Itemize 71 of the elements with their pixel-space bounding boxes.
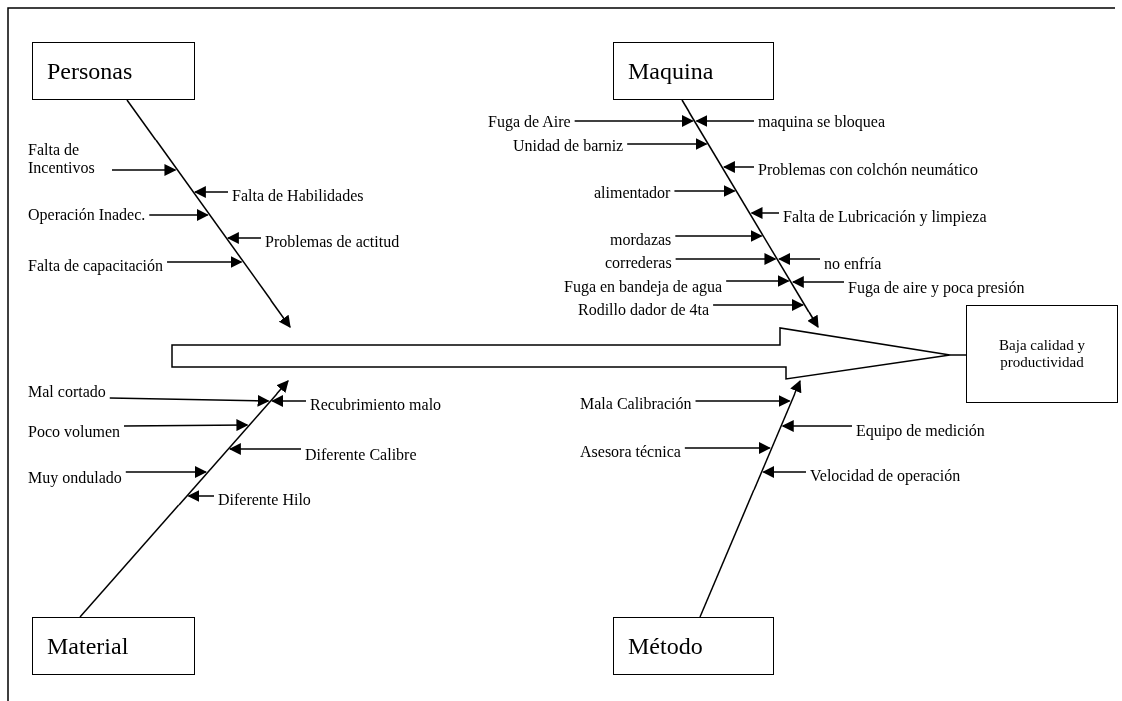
bone-arrow — [275, 380, 289, 395]
bone-arrow — [807, 311, 819, 329]
cause-label: Problemas con colchón neumático — [758, 161, 978, 179]
category-box: Material — [32, 617, 195, 675]
cause-label: Problemas de actitud — [265, 233, 400, 251]
cause-arrow — [694, 395, 791, 407]
bone-arrow — [269, 299, 291, 328]
cause-label: Fuga de aire y poca presión — [848, 279, 1025, 297]
cause-label: Rodillo dador de 4ta — [578, 301, 710, 319]
cause-arrow — [684, 442, 771, 454]
cause-label: Asesora técnica — [580, 443, 681, 461]
cause-label: Mala Calibración — [580, 395, 692, 413]
bone-line — [126, 99, 157, 141]
bone-line — [699, 489, 755, 618]
cause-arrow — [673, 185, 736, 197]
bone-line — [753, 394, 795, 490]
fishbone-spine — [172, 328, 950, 380]
cause-label: Fuga de Aire — [488, 113, 571, 131]
cause-label: Diferente Hilo — [218, 491, 311, 509]
cause-arrow — [187, 490, 215, 502]
category-box: Método — [613, 617, 774, 675]
cause-label: Falta de Lubricación y limpieza — [783, 208, 987, 226]
cause-arrow — [750, 207, 780, 219]
cause-label: Poco volumen — [28, 423, 120, 441]
cause-label: Operación Inadec. — [28, 206, 146, 224]
cause-arrow — [674, 253, 777, 265]
cause-arrow — [166, 256, 243, 268]
cause-label: Velocidad de operación — [810, 467, 961, 485]
cause-arrow — [626, 138, 708, 150]
cause-label: correderas — [605, 254, 672, 272]
cause-arrow — [125, 466, 207, 478]
cause-arrow — [109, 394, 270, 407]
cause-arrow — [123, 419, 249, 432]
cause-arrow — [778, 253, 821, 265]
cause-arrow — [573, 115, 694, 127]
cause-label: Falta de Habilidades — [232, 187, 364, 205]
cause-label: Diferente Calibre — [305, 446, 417, 464]
category-box: Personas — [32, 42, 195, 100]
cause-arrow — [781, 420, 853, 432]
cause-arrow — [722, 161, 755, 173]
cause-arrow — [695, 115, 755, 127]
cause-arrow — [725, 275, 790, 287]
cause-arrow — [791, 276, 845, 288]
cause-arrow — [762, 466, 807, 478]
cause-label: alimentador — [594, 184, 671, 202]
cause-arrow — [148, 209, 209, 221]
cause-label: Fuga en bandeja de agua — [564, 278, 723, 296]
cause-label: no enfría — [824, 255, 882, 273]
bone-line — [79, 504, 180, 618]
cause-arrow — [271, 395, 307, 407]
bone-line — [681, 99, 690, 113]
cause-arrow — [111, 164, 177, 176]
effect-box: Baja calidad y productividad — [966, 305, 1118, 403]
bone-line — [178, 394, 277, 505]
cause-arrow — [228, 443, 302, 455]
cause-arrow — [226, 232, 262, 244]
category-box: Maquina — [613, 42, 774, 100]
cause-label: Falta de Incentivos — [28, 141, 108, 177]
cause-arrow — [674, 230, 763, 242]
cause-arrow — [193, 186, 229, 198]
cause-label: mordazas — [610, 231, 672, 249]
cause-label: Mal cortado — [28, 383, 106, 401]
cause-label: Muy ondulado — [28, 469, 122, 487]
bone-arrow — [790, 379, 802, 395]
cause-label: Recubrimiento malo — [310, 396, 442, 414]
cause-arrow — [712, 299, 804, 311]
cause-label: Equipo de medición — [856, 422, 985, 440]
connector-line — [949, 354, 967, 356]
cause-label: Unidad de barniz — [513, 137, 624, 155]
cause-label: maquina se bloquea — [758, 113, 886, 131]
cause-label: Falta de capacitación — [28, 257, 164, 275]
